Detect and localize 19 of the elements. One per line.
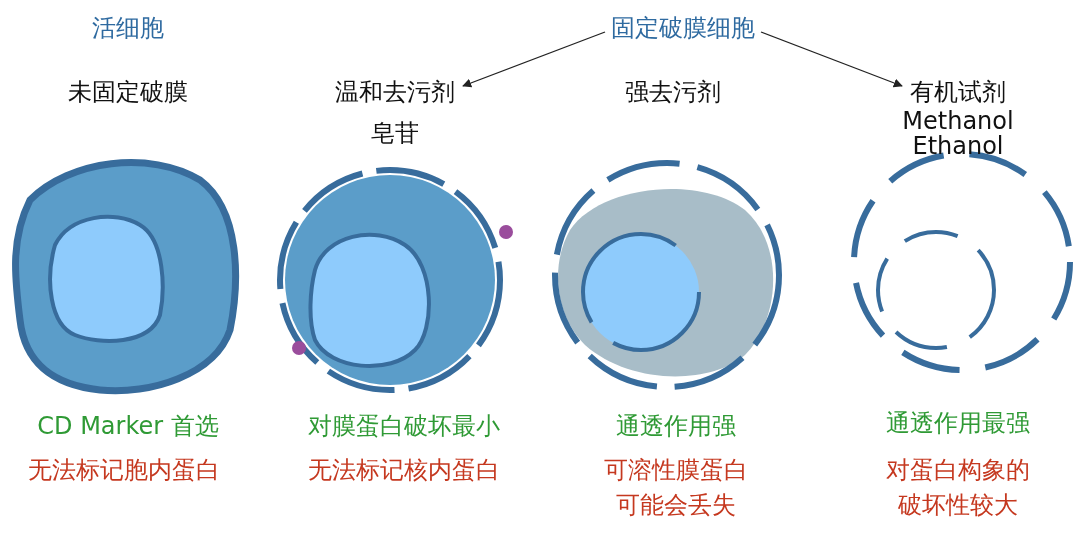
note-text: 对蛋白构象的破坏性较大 xyxy=(885,455,1031,521)
note-text: 对膜蛋白破坏最小 xyxy=(308,412,500,440)
reagent-text: Ethanol xyxy=(912,132,1004,160)
arrow xyxy=(760,31,903,88)
heading-text: 有机试剂 xyxy=(910,78,1006,106)
note-text: 可溶性膜蛋白可能会丢失 xyxy=(603,455,749,521)
heading-text: 固定破膜细胞 xyxy=(611,14,755,42)
reagent-text: 皂苷 xyxy=(371,119,419,147)
arrow xyxy=(462,31,606,88)
heading-text: 未固定破膜 xyxy=(68,78,188,106)
title-text: 活细胞 xyxy=(92,14,164,42)
heading-text: 强去污剂 xyxy=(625,78,721,106)
heading-text: 温和去污剂 xyxy=(335,78,455,106)
note-text: 通透作用最强 xyxy=(886,409,1030,437)
note-text: 无法标记核内蛋白 xyxy=(308,456,500,484)
note-text: 无法标记胞内蛋白 xyxy=(28,456,220,484)
note-text: CD Marker 首选 xyxy=(37,412,219,440)
reagent-text: Methanol xyxy=(902,107,1014,135)
note-text: 通透作用强 xyxy=(616,412,736,440)
